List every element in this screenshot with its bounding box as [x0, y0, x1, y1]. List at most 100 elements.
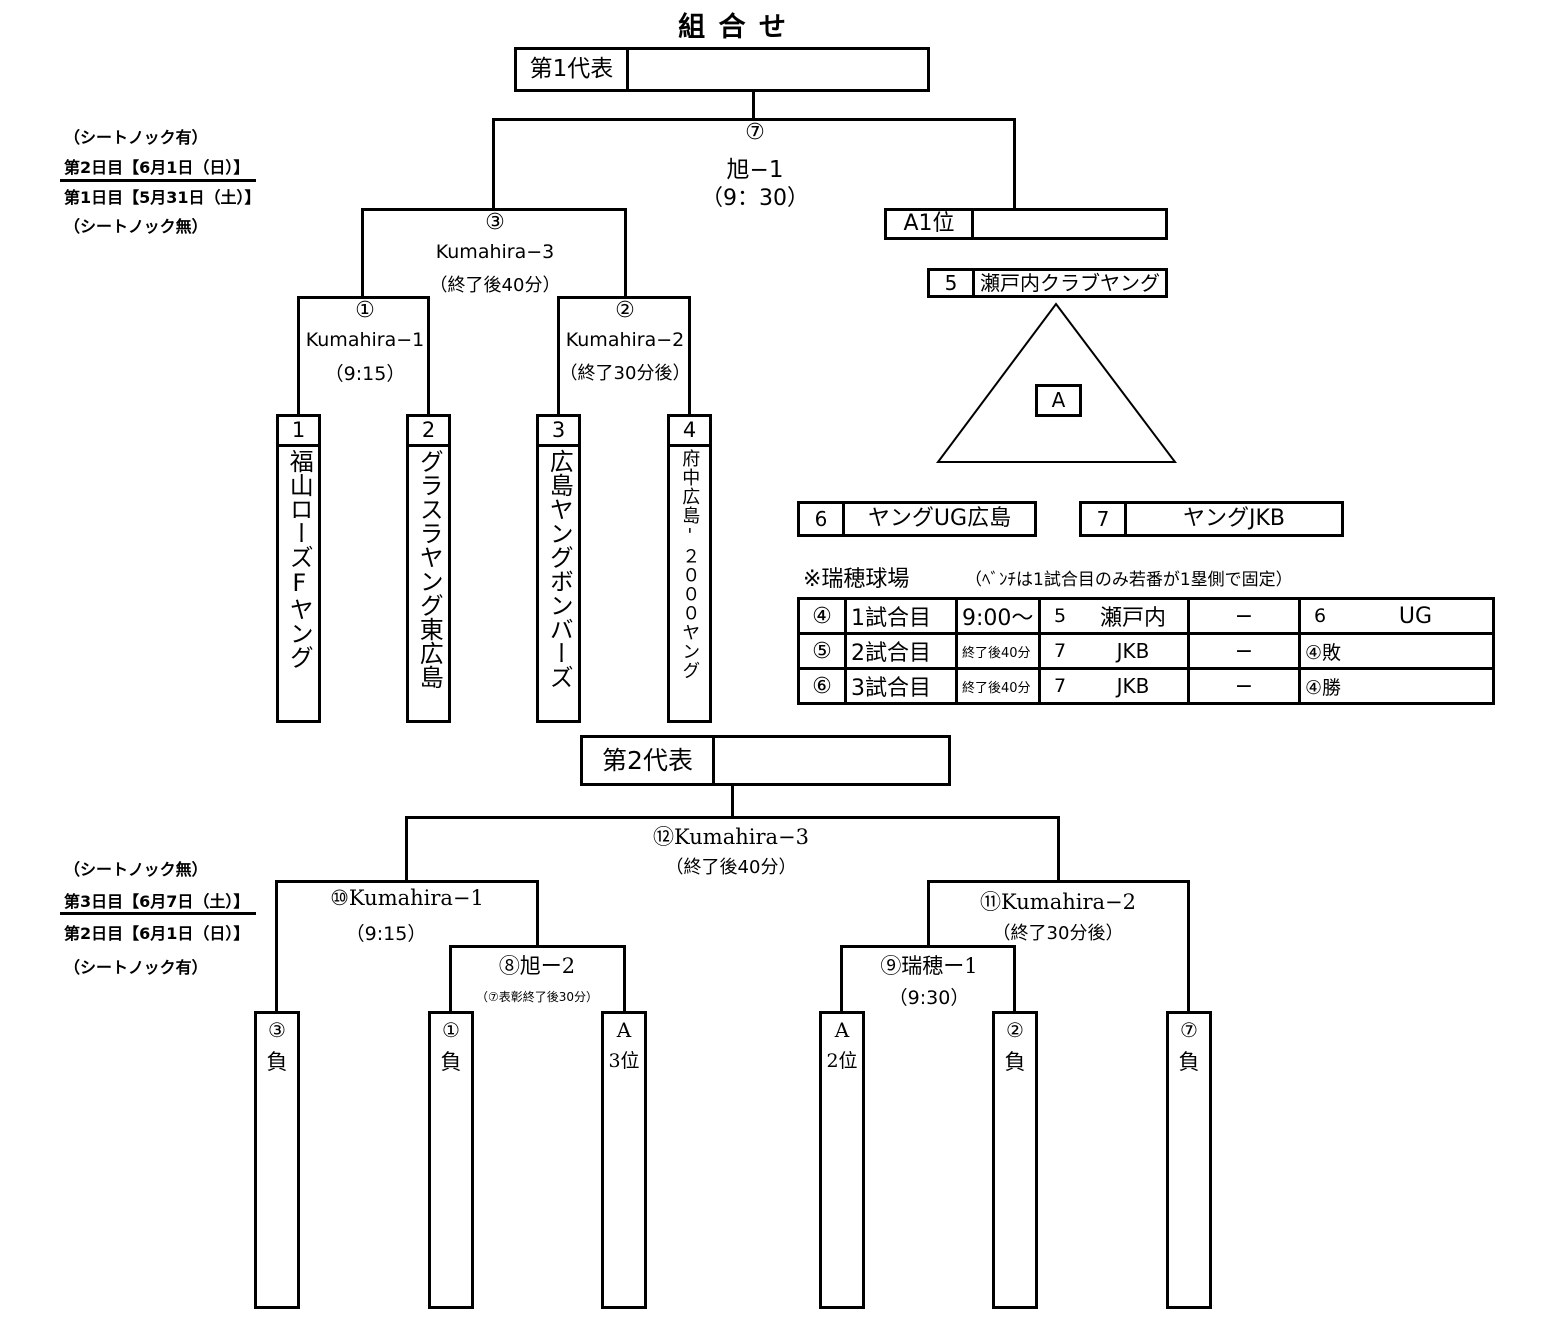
bracket-line: [557, 296, 691, 299]
team5-name: 瀬戸内クラブヤング: [980, 271, 1160, 295]
team7-num: 7: [1082, 504, 1127, 534]
schedule-home-num: 7: [1038, 667, 1079, 705]
page-title: 組 合 せ: [678, 12, 788, 43]
schedule-game: 2試合目: [844, 632, 958, 670]
bracket-line: [536, 880, 539, 948]
bracket-line: [688, 296, 691, 417]
note-line: （シートノック無）: [64, 860, 208, 879]
schedule-game-num: ⑤: [797, 632, 847, 670]
note-line: （シートノック無）: [64, 217, 208, 236]
game9-label: ⑨瑞穂ー1: [880, 954, 978, 978]
slot-result: 負: [1178, 1050, 1200, 1074]
bracket-line: [731, 786, 734, 818]
game1-num: ①: [355, 298, 375, 323]
game3-venue: Kumahira−3: [435, 241, 555, 263]
team5-num: 5: [930, 271, 975, 295]
team-number: 1: [279, 417, 318, 447]
game3-time: （終了後40分）: [429, 275, 561, 296]
a1-box: A1位: [884, 208, 1168, 240]
game11-time: （終了30分後）: [992, 923, 1124, 944]
schedule-row: ⑤ 2試合目 終了後40分 7 JKB − ④敗: [797, 632, 1495, 670]
group-a-label: A: [1051, 388, 1066, 412]
schedule-time: 9:00〜: [955, 597, 1041, 635]
bracket-line: [624, 208, 627, 299]
schedule-game: 3試合目: [844, 667, 958, 705]
note-line: 第3日目【6月7日（土）】: [64, 892, 250, 911]
bracket-line: [927, 880, 930, 948]
schedule-home: JKB: [1079, 632, 1190, 670]
bracket-line: [492, 118, 495, 211]
schedule-home: 瀬戸内: [1079, 597, 1190, 635]
schedule-time: 終了後40分: [955, 667, 1041, 705]
schedule-row: ④ 1試合目 9:00〜 5 瀬戸内 − 6 UG: [797, 597, 1495, 635]
slot-source: ⑦: [1180, 1018, 1198, 1042]
team6-box: 6 ヤングUG広島: [797, 501, 1037, 537]
schedule-away: UG: [1339, 597, 1495, 635]
bracket-line: [623, 945, 626, 1011]
schedule-game-num: ⑥: [797, 667, 847, 705]
game1-venue: Kumahira−1: [305, 329, 425, 351]
slot-result: 2位: [826, 1050, 858, 1072]
game2-num: ②: [615, 298, 635, 323]
first-rep-label: 第1代表: [517, 50, 629, 89]
second-rep-box: 第2代表: [580, 735, 951, 786]
schedule-dash: −: [1187, 667, 1301, 705]
team-number: 4: [670, 417, 709, 447]
bracket-line: [1187, 880, 1190, 1011]
bracket-line: [275, 880, 278, 1011]
bracket-line: [449, 945, 452, 1011]
team7-box: 7 ヤングJKB: [1079, 501, 1344, 537]
bracket-line: [492, 118, 1016, 121]
schedule-game-num: ④: [797, 597, 847, 635]
note-line: 第2日目【6月1日（日）】: [64, 158, 250, 177]
bracket-line: [557, 296, 560, 417]
game2-venue: Kumahira−2: [565, 329, 685, 351]
schedule-dash: −: [1187, 632, 1301, 670]
bracket-line: [840, 945, 1016, 948]
team-box-4: 4 府中広島'２０００ヤング: [667, 414, 712, 723]
slot-5: ② 負: [992, 1011, 1038, 1309]
slot-1: ③ 負: [254, 1011, 300, 1309]
game3-num: ③: [485, 210, 505, 235]
note-line: 第1日目【5月31日（土）】: [64, 188, 261, 207]
group-a-triangle: [936, 302, 1178, 463]
bracket-line: [752, 92, 755, 120]
note-divider: [60, 912, 256, 915]
slot-6: ⑦ 負: [1166, 1011, 1212, 1309]
team-name: 福山ローズFヤング: [285, 449, 314, 669]
bracket-line: [427, 296, 430, 417]
game7-num: ⑦: [745, 120, 765, 145]
bracket-line: [1013, 945, 1016, 1011]
slot-result: 負: [1004, 1050, 1026, 1074]
team-box-3: 3 広島ヤングボンバーズ: [536, 414, 581, 723]
team-name: グラスラヤング東広島: [415, 449, 444, 689]
schedule-game: 1試合目: [844, 597, 958, 635]
team-number: 3: [539, 417, 578, 447]
schedule-home-num: 5: [1038, 597, 1079, 635]
game2-time: （終了30分後）: [559, 363, 691, 384]
team-box-1: 1 福山ローズFヤング: [276, 414, 321, 723]
team7-name: ヤングJKB: [1182, 506, 1285, 531]
game12-time: （終了後40分）: [665, 857, 797, 878]
note-line: （シートノック有）: [64, 958, 208, 977]
first-rep-box: 第1代表: [514, 47, 930, 92]
game10-label: ⑩Kumahira−1: [330, 886, 484, 910]
bracket-line: [405, 816, 408, 883]
a1-label: A1位: [887, 211, 974, 237]
team-name: 府中広島'２０００ヤング: [679, 449, 701, 680]
slot-result: 負: [266, 1050, 288, 1074]
game9-time: （9:30）: [888, 987, 970, 1009]
game10-time: （9:15）: [345, 923, 427, 945]
slot-result: 負: [440, 1050, 462, 1074]
schedule-away: ④敗: [1298, 632, 1495, 670]
bracket-line: [1013, 118, 1016, 211]
bracket-line: [927, 880, 1190, 883]
slot-source: ②: [1006, 1018, 1024, 1042]
game7-time: （9：30）: [701, 186, 809, 211]
second-rep-label: 第2代表: [583, 738, 715, 783]
bracket-line: [840, 945, 843, 1011]
game11-label: ⑪Kumahira−2: [980, 890, 1136, 914]
bracket-line: [297, 296, 300, 417]
slot-2: ① 負: [428, 1011, 474, 1309]
venue-note-title: ※瑞穂球場: [803, 567, 910, 592]
